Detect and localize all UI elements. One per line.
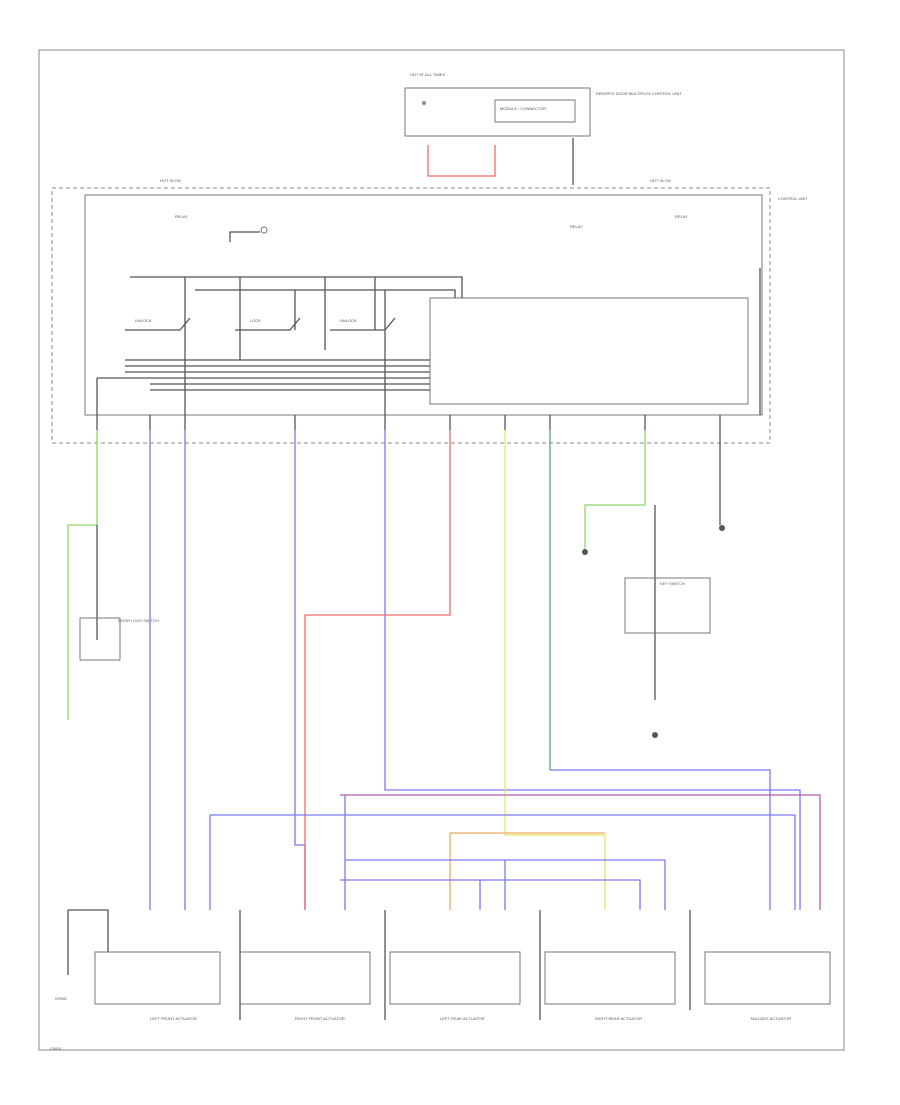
corner-code: C0001 — [50, 1046, 63, 1051]
top-module-label: MODULE / CONNECTOR — [500, 106, 546, 111]
actuator-2 — [239, 951, 371, 1005]
wire-green-right — [584, 430, 646, 550]
unit-pins — [96, 415, 721, 430]
top-module: HOT AT ALL TIMES MODULE / CONNECTOR DRIV… — [404, 72, 682, 185]
actuator-5-label: TAILGATE ACTUATOR — [750, 1016, 791, 1021]
wire-red — [304, 430, 451, 910]
switch-3-label: UNLOCK — [340, 318, 357, 323]
wire-blue-6 — [345, 859, 666, 910]
actuator-2-label: RIGHT FRONT ACTUATOR — [295, 1016, 345, 1021]
wires: DOOR LOCK SWITCH KEY SWITCH — [67, 430, 821, 910]
actuator-3-label: LEFT REAR ACTUATOR — [440, 1016, 485, 1021]
wire-blue-3 — [294, 430, 306, 910]
diagram-frame — [38, 49, 845, 1051]
ground-note: GRND — [55, 996, 67, 1001]
main-control-unit: HOT IN ON HOT IN ON CONTROL UNIT RELAY R… — [51, 178, 808, 444]
top-right-label: DRIVER'S DOOR MULTIPLEX CONTROL UNIT — [596, 91, 682, 96]
relay-3-label: RELAY — [675, 214, 688, 219]
switch-1-label: UNLOCK — [135, 318, 152, 323]
door-switch-label: DOOR LOCK SWITCH — [118, 618, 159, 623]
actuator-1 — [94, 951, 221, 1005]
actuator-3 — [389, 951, 521, 1005]
actuator-1-label: LEFT FRONT ACTUATOR — [150, 1016, 197, 1021]
main-unit-label: CONTROL UNIT — [778, 196, 808, 201]
switch-2-label: LOCK — [250, 318, 261, 323]
main-left-label: HOT IN ON — [160, 178, 181, 183]
actuator-5 — [704, 951, 831, 1005]
top-fuse-label: HOT AT ALL TIMES — [410, 72, 445, 77]
wire-blue-7 — [340, 879, 641, 910]
wire-blue-4 — [384, 430, 801, 910]
actuator-4 — [544, 951, 676, 1005]
wire-green-left — [67, 430, 98, 720]
relay-1-label: RELAY — [175, 214, 188, 219]
relay-2-label: RELAY — [570, 224, 583, 229]
main-right-label: HOT IN ON — [650, 178, 671, 183]
actuators: LEFT FRONT ACTUATOR RIGHT FRONT ACTUATOR… — [50, 909, 831, 1051]
wire-yellow — [504, 430, 606, 910]
wire-purple — [340, 794, 821, 910]
actuator-4-label: RIGHT REAR ACTUATOR — [595, 1016, 642, 1021]
key-switch-label: KEY SWITCH — [660, 581, 685, 586]
wire-blue-5 — [210, 814, 796, 910]
